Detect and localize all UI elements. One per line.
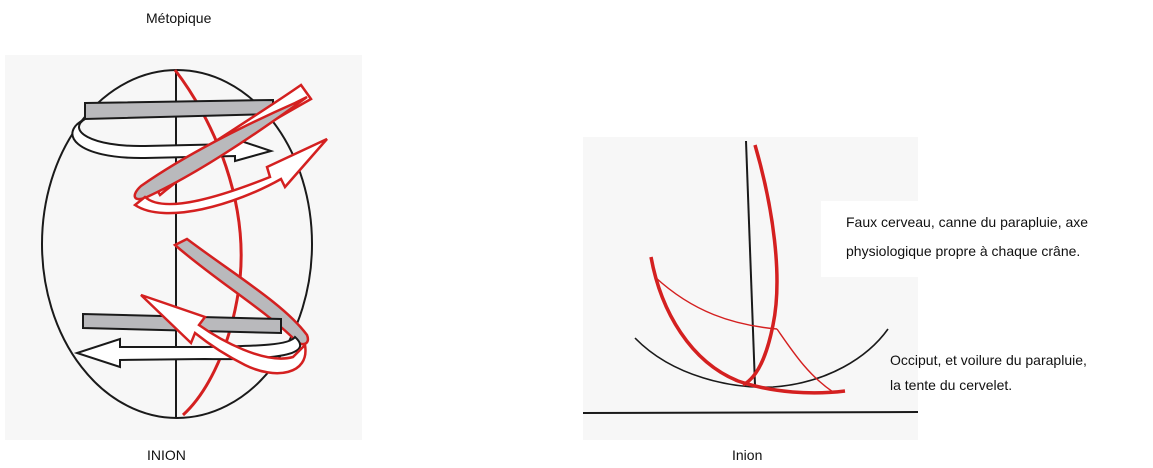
skull-torsion-diagram <box>41 69 328 419</box>
falx-annotation-box <box>821 201 1153 277</box>
thin-red-arc-lower <box>776 328 834 393</box>
tentorium-red-curve <box>649 256 846 395</box>
falx-red-curve <box>742 144 779 387</box>
black-vertical-axis <box>745 140 756 386</box>
upper-gray-band <box>84 98 274 121</box>
bottom-label-inion-right: Inion <box>732 447 763 463</box>
falx-annotation-line2: physiologique propre à chaque crâne. <box>846 243 1081 259</box>
umbrella-diagram <box>583 140 918 414</box>
bottom-label-inion-left: INION <box>147 447 186 463</box>
falx-annotation-line1: Faux cerveau, canne du parapluie, axe <box>846 214 1089 230</box>
top-label-metopique: Métopique <box>146 10 212 26</box>
skull-outline <box>41 69 313 419</box>
right-figure-panel <box>583 137 918 440</box>
occiput-annotation-line2: la tente du cervelet. <box>890 377 1013 393</box>
occiput-annotation-line1: Occiput, et voilure du parapluie, <box>890 352 1087 368</box>
lower-red-arrow <box>140 293 307 375</box>
upper-red-arrowhead <box>132 137 328 215</box>
occiput-arc <box>634 328 889 389</box>
left-figure-panel <box>5 55 362 440</box>
base-line <box>583 411 918 414</box>
upper-gray-diagonal <box>133 95 308 201</box>
lower-white-arrow <box>73 335 302 369</box>
thin-red-arc-upper <box>654 276 778 330</box>
